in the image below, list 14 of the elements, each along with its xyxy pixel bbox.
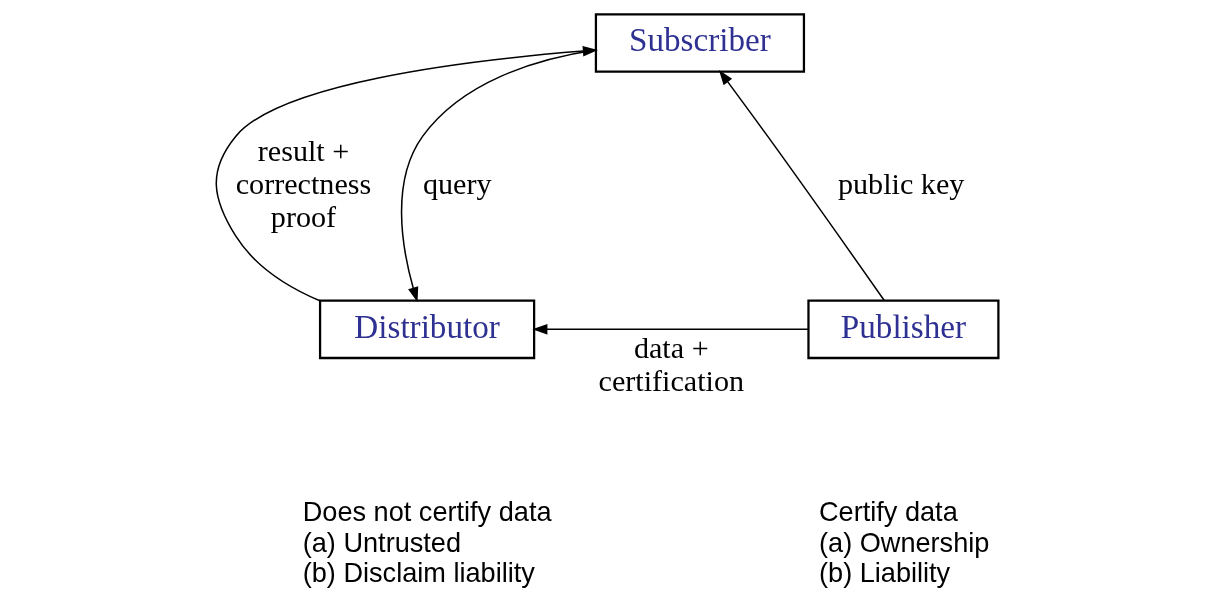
edge-label: public key: [838, 166, 965, 201]
node-box: Distributor: [318, 299, 536, 360]
node-label: (a) Untrusted: [302, 526, 462, 558]
node-box: Publisher: [807, 299, 1000, 360]
node-label: Does not certify data: [302, 496, 552, 528]
arrow: [215, 45, 598, 302]
edge-label: query: [422, 166, 492, 201]
edge-label: data + certification: [598, 331, 745, 399]
edge-label: result + correctness proof: [235, 133, 372, 234]
node-box: Subscriber: [594, 13, 806, 73]
node-label: (a) Ownership: [819, 526, 990, 558]
arrow: [718, 69, 886, 302]
node-label: Certify data: [819, 496, 958, 528]
arrow: [532, 324, 810, 335]
